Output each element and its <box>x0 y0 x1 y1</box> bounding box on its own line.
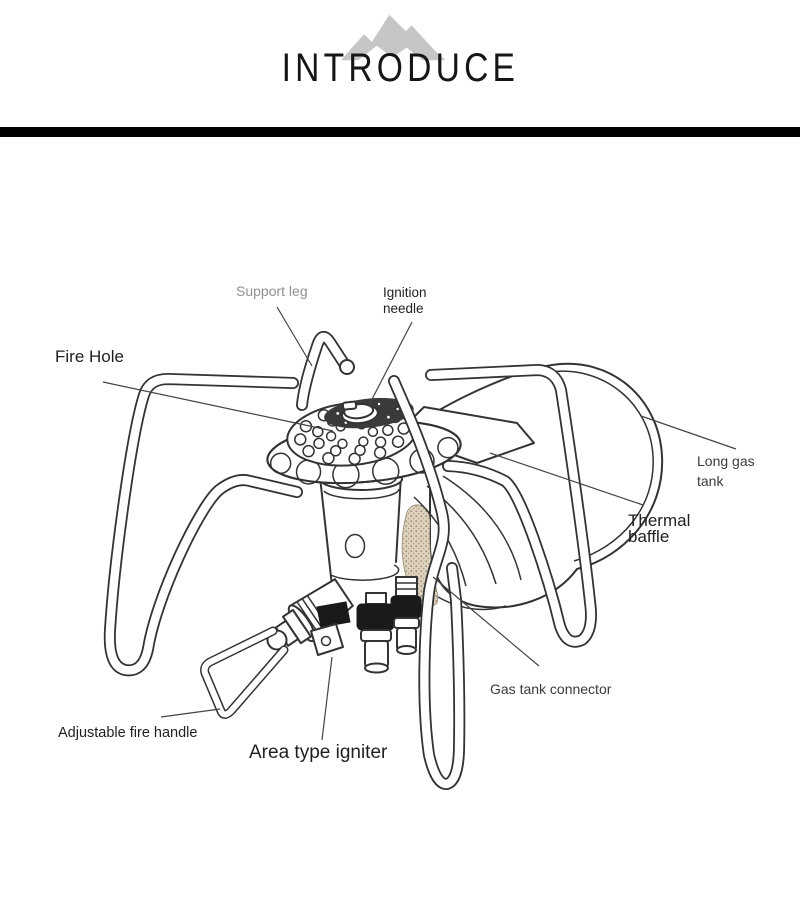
header: INTRODUCE <box>0 0 800 127</box>
mountain-icon <box>340 14 446 61</box>
ignition-dome <box>341 400 379 425</box>
leader-lines <box>102 306 737 741</box>
gas-tank-connector-leader-line <box>432 576 540 667</box>
page-title: INTRODUCE <box>0 46 800 91</box>
label-ignition-needle: Ignition needle <box>383 285 427 316</box>
label-ignition-needle-line1: Ignition <box>383 285 427 300</box>
label-support-leg-text: Support leg <box>236 283 308 299</box>
label-fire-hole: Fire Hole <box>55 347 124 367</box>
gas-tank-connector-parts <box>310 576 422 674</box>
label-support-leg: Support leg <box>236 283 308 299</box>
label-adjustable-fire-handle: Adjustable fire handle <box>58 725 197 741</box>
header-divider <box>0 127 800 137</box>
long-gas-tank-leader-line <box>640 415 737 450</box>
page-title-text: INTRODUCE <box>281 46 519 90</box>
label-area-type-igniter: Area type igniter <box>249 742 387 764</box>
leg-left <box>110 379 297 670</box>
label-thermal-baffle: Thermal baffle <box>628 511 691 546</box>
ignition-needle-tip <box>341 400 358 411</box>
burner-head <box>286 397 418 467</box>
valve-assembly <box>266 578 354 651</box>
label-long-gas-tank-line2: tank <box>697 473 724 489</box>
label-area-type-igniter-text: Area type igniter <box>249 742 388 763</box>
burner-column <box>319 467 403 587</box>
adjustable-fire-handle-leader-line <box>160 708 221 718</box>
column-hole <box>344 533 366 559</box>
label-adjustable-fire-handle-text: Adjustable fire handle <box>58 725 198 741</box>
label-gas-tank-connector: Gas tank connector <box>490 681 611 697</box>
leg-support-ball-tip <box>339 359 355 375</box>
area-type-igniter-leader-line <box>321 656 333 741</box>
label-thermal-baffle-line1: Thermal <box>628 511 691 530</box>
ignition-needle-leader-line <box>368 321 413 406</box>
label-gas-tank-connector-text: Gas tank connector <box>490 681 612 697</box>
gas-tank <box>401 362 664 611</box>
support-leg-leader-line <box>276 306 313 367</box>
label-thermal-baffle-line2: baffle <box>628 526 670 546</box>
fire-hole-leader-line <box>102 381 334 432</box>
label-fire-hole-text: Fire Hole <box>55 347 124 366</box>
thermal-baffle-leader-line <box>489 452 644 506</box>
leg-support <box>302 337 355 405</box>
label-ignition-needle-line2: needle <box>383 300 424 316</box>
label-long-gas-tank: Long gas tank <box>697 451 755 491</box>
igniter-box <box>310 623 344 656</box>
label-long-gas-tank-line1: Long gas <box>697 453 755 469</box>
